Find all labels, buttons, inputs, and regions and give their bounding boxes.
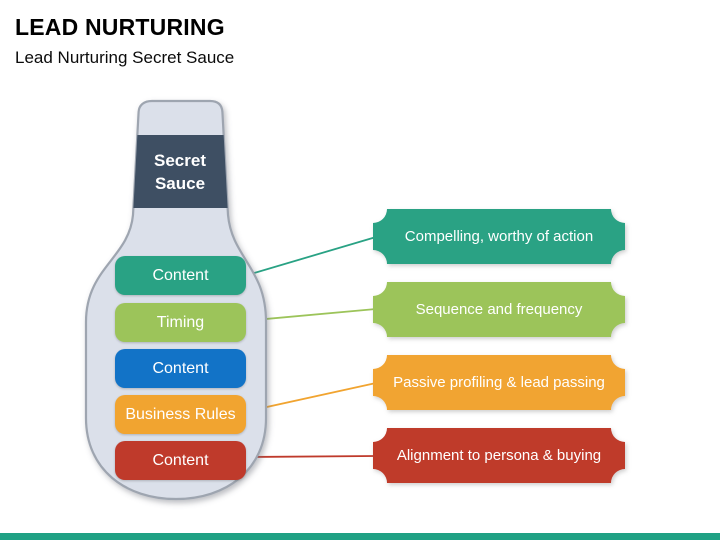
- bottle-item-content-1: Content: [115, 256, 246, 295]
- bottle-neck-label: Secret Sauce: [154, 151, 206, 193]
- bottle-item-business-rules: Business Rules: [115, 395, 246, 434]
- badge-shape-compelling: [373, 209, 625, 264]
- badge-label-sequence: Sequence and frequency: [415, 301, 583, 318]
- badge-label-alignment: Alignment to persona & buying: [396, 447, 602, 464]
- bottle-item-timing: Timing: [115, 303, 246, 342]
- connector-line-content-alignment: [243, 455, 377, 458]
- badge-label-passive: Passive profiling & lead passing: [393, 374, 605, 391]
- page-subtitle: Lead Nurturing Secret Sauce: [15, 48, 235, 67]
- badge-shape-passive: [373, 355, 625, 410]
- badge-shape-alignment: [373, 428, 625, 483]
- footer-accent-bar: [0, 533, 720, 540]
- badge-label-compelling: Compelling, worthy of action: [404, 228, 594, 245]
- bottle-item-content-2: Content: [115, 349, 246, 388]
- badge-shape-sequence: [373, 282, 625, 337]
- connector-line-content-compelling: [243, 236, 377, 277]
- page-title: LEAD NURTURING: [15, 14, 225, 40]
- bottle-item-content-3: Content: [115, 441, 246, 480]
